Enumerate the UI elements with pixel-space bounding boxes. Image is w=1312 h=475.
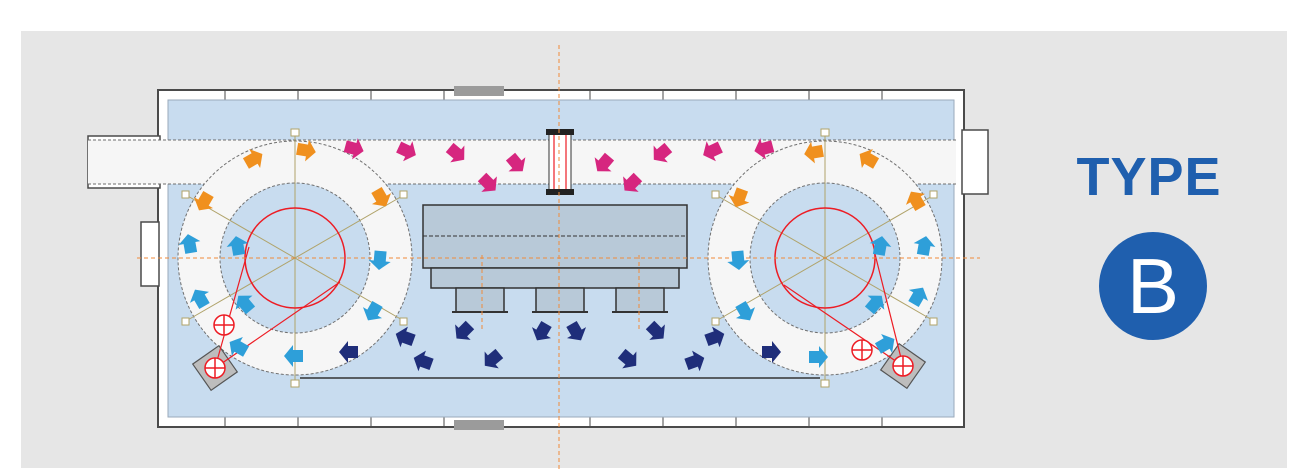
- type-badge-letter: B: [1126, 242, 1180, 330]
- type-badge: B: [1099, 232, 1207, 340]
- type-label: TYPE: [1076, 147, 1222, 207]
- center-lines: [137, 45, 980, 470]
- duct-heater: [546, 129, 574, 195]
- wall-segment-ticks: [224, 90, 883, 427]
